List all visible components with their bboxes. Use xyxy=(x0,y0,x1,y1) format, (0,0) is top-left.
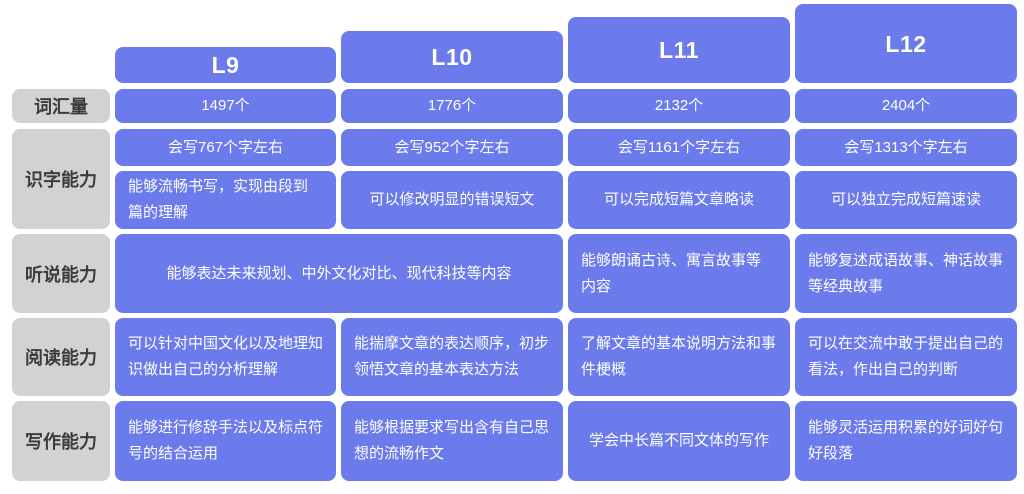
cell-writing-l9: 能够进行修辞手法以及标点符 号的结合运用 xyxy=(115,401,336,481)
cell-literacy-chars-l11: 会写1161个字左右 xyxy=(568,129,790,166)
row-label-reading: 阅读能力 xyxy=(12,318,110,396)
column-header-l9: L9 xyxy=(115,47,336,83)
row-label-writing: 写作能力 xyxy=(12,401,110,481)
cell-literacy-skill-l9: 能够流畅书写，实现由段到 篇的理解 xyxy=(115,171,336,229)
column-header-l12: L12 xyxy=(795,4,1017,83)
cell-writing-l10: 能够根据要求写出含有自己思 想的流畅作文 xyxy=(341,401,563,481)
cell-reading-l10: 能揣摩文章的表达顺序，初步 领悟文章的基本表达方法 xyxy=(341,318,563,396)
cell-listening-l12: 能够复述成语故事、神话故事 等经典故事 xyxy=(795,234,1017,313)
row-label-literacy: 识字能力 xyxy=(12,129,110,229)
column-header-l10: L10 xyxy=(341,31,563,83)
cell-reading-l9: 可以针对中国文化以及地理知 识做出自己的分析理解 xyxy=(115,318,336,396)
cell-literacy-chars-l12: 会写1313个字左右 xyxy=(795,129,1017,166)
cell-vocab-l12: 2404个 xyxy=(795,89,1017,123)
cell-literacy-skill-l10: 可以修改明显的错误短文 xyxy=(341,171,563,229)
row-label-vocab: 词汇量 xyxy=(12,89,110,123)
cell-writing-l11: 学会中长篇不同文体的写作 xyxy=(568,401,790,481)
cell-vocab-l11: 2132个 xyxy=(568,89,790,123)
cell-listening-l9-l10-merged: 能够表达未来规划、中外文化对比、现代科技等内容 xyxy=(115,234,563,313)
column-header-l11: L11 xyxy=(568,17,790,83)
cell-vocab-l9: 1497个 xyxy=(115,89,336,123)
cell-literacy-skill-l12: 可以独立完成短篇速读 xyxy=(795,171,1017,229)
cell-literacy-skill-l11: 可以完成短篇文章略读 xyxy=(568,171,790,229)
cell-vocab-l10: 1776个 xyxy=(341,89,563,123)
row-label-listening: 听说能力 xyxy=(12,234,110,313)
cell-reading-l12: 可以在交流中敢于提出自己的 看法，作出自己的判断 xyxy=(795,318,1017,396)
cell-literacy-chars-l10: 会写952个字左右 xyxy=(341,129,563,166)
cell-literacy-chars-l9: 会写767个字左右 xyxy=(115,129,336,166)
cell-listening-l11: 能够朗诵古诗、寓言故事等 内容 xyxy=(568,234,790,313)
cell-writing-l12: 能够灵活运用积累的好词好句 好段落 xyxy=(795,401,1017,481)
cell-reading-l11: 了解文章的基本说明方法和事 件梗概 xyxy=(568,318,790,396)
